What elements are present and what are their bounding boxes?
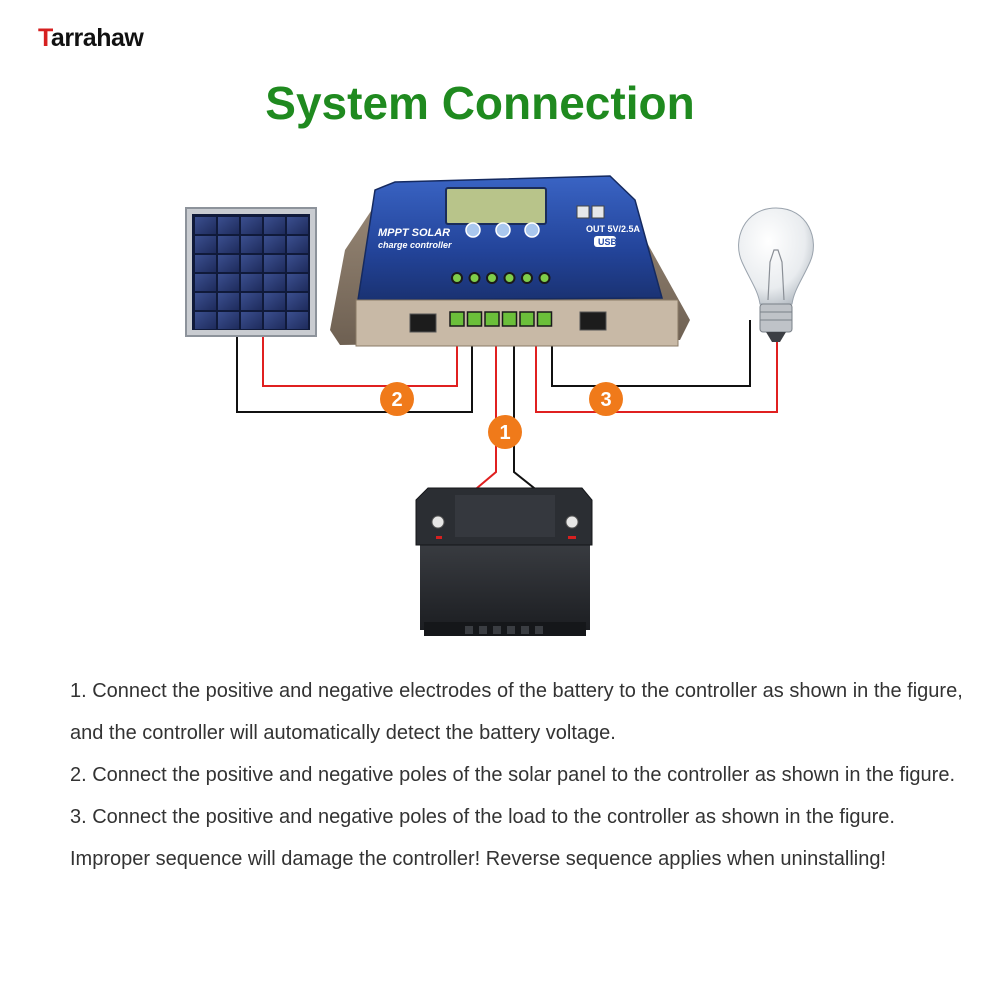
battery: [415, 487, 593, 636]
battery-foot-notch: [521, 626, 529, 634]
step-badge-2-label: 2: [391, 389, 402, 411]
controller-label-line2: charge controller: [378, 240, 452, 250]
terminal-block: [501, 311, 518, 327]
solar-cell: [195, 217, 216, 234]
solar-cell: [241, 217, 262, 234]
solar-cell: [195, 293, 216, 310]
brand-logo-first-letter: T: [38, 24, 51, 52]
controller-button-up[interactable]: [495, 222, 511, 238]
solar-cell: [264, 293, 285, 310]
solar-panel: [185, 207, 317, 337]
terminal-block: [536, 311, 553, 327]
solar-wire-negative: [236, 333, 473, 413]
solar-cell: [195, 236, 216, 253]
system-connection-diagram: OUT 5V/2.5A USB MPPT SOLAR charge contro…: [185, 175, 814, 636]
solar-cell: [287, 236, 308, 253]
instruction-step-1: 1. Connect the positive and negative ele…: [70, 680, 963, 744]
controller-button-down[interactable]: [524, 222, 540, 238]
solar-cell: [287, 312, 308, 329]
solar-cell: [264, 274, 285, 291]
load-wire-negative: [551, 320, 751, 387]
terminal-screw: [521, 272, 533, 284]
controller-side-jack-left: [409, 313, 437, 333]
controller-terminal-blocks: [449, 311, 553, 327]
battery-foot-notch: [507, 626, 515, 634]
solar-cell: [287, 255, 308, 272]
solar-cell: [264, 255, 285, 272]
terminal-screw: [451, 272, 463, 284]
solar-cell: [218, 293, 239, 310]
terminal-block: [519, 311, 535, 327]
battery-foot: [424, 622, 586, 636]
controller-usb-badge: [594, 236, 616, 247]
solar-wire-positive: [262, 333, 458, 387]
battery-foot-notch: [479, 626, 487, 634]
instruction-step-3: 3. Connect the positive and negative pol…: [70, 806, 895, 870]
controller-usb-rating: OUT 5V/2.5A: [586, 224, 641, 234]
controller-label-line1: MPPT SOLAR: [378, 227, 450, 239]
terminal-block: [466, 311, 483, 327]
terminal-block: [449, 311, 465, 327]
controller-usb-port-b: [591, 205, 605, 219]
solar-cell: [218, 274, 239, 291]
solar-cell: [287, 217, 308, 234]
terminal-screw: [486, 272, 498, 284]
battery-foot-notch: [535, 626, 543, 634]
solar-cell: [241, 293, 262, 310]
load-wire-positive: [535, 338, 778, 413]
solar-cell: [218, 255, 239, 272]
wires: [236, 320, 778, 516]
solar-cell: [195, 274, 216, 291]
solar-cell: [241, 236, 262, 253]
light-bulb-load: [738, 207, 814, 342]
solar-cell: [241, 274, 262, 291]
step-badge-3: 3: [589, 382, 623, 416]
solar-cell: [241, 255, 262, 272]
controller-usb-port-a: [576, 205, 590, 219]
controller-button-set[interactable]: [465, 222, 481, 238]
battery-body: [420, 540, 590, 630]
brand-logo-rest: arrahaw: [50, 24, 144, 52]
terminal-screw: [468, 272, 481, 284]
battery-terminal-positive: [431, 515, 445, 529]
solar-cell: [241, 312, 262, 329]
terminal-screw: [538, 272, 551, 284]
instruction-step-2: 2. Connect the positive and negative pol…: [70, 764, 955, 786]
solar-cell: [287, 293, 308, 310]
step-badge-3-label: 3: [600, 389, 611, 411]
solar-cell: [264, 312, 285, 329]
solar-cell: [287, 274, 308, 291]
charge-controller: OUT 5V/2.5A USB MPPT SOLAR charge contro…: [330, 175, 690, 347]
controller-usb-label: USB: [598, 237, 618, 247]
bulb-filament: [767, 249, 785, 301]
solar-cell: [195, 255, 216, 272]
solar-cell: [218, 217, 239, 234]
solar-cell: [264, 217, 285, 234]
solar-cell: [264, 236, 285, 253]
solar-cell: [218, 236, 239, 253]
battery-foot-notch: [465, 626, 473, 634]
battery-terminal-negative: [565, 515, 579, 529]
step-badge-1: 1: [488, 415, 522, 449]
terminal-screw: [503, 272, 516, 284]
controller-lcd-display: [445, 187, 547, 225]
solar-cell: [195, 312, 216, 329]
step-badge-1-label: 1: [499, 422, 510, 444]
terminal-block: [484, 311, 500, 327]
instructions: 1. Connect the positive and negative ele…: [70, 670, 980, 880]
controller-terminal-screws: [451, 272, 551, 284]
bulb-base: [759, 303, 793, 333]
brand-logo: Tarrahaw: [38, 24, 144, 53]
bulb-glass: [738, 207, 814, 305]
solar-cell: [218, 312, 239, 329]
page-title: System Connection: [265, 77, 695, 129]
battery-foot-notch: [493, 626, 501, 634]
step-badge-2: 2: [380, 382, 414, 416]
controller-side-jack-right: [579, 311, 607, 331]
